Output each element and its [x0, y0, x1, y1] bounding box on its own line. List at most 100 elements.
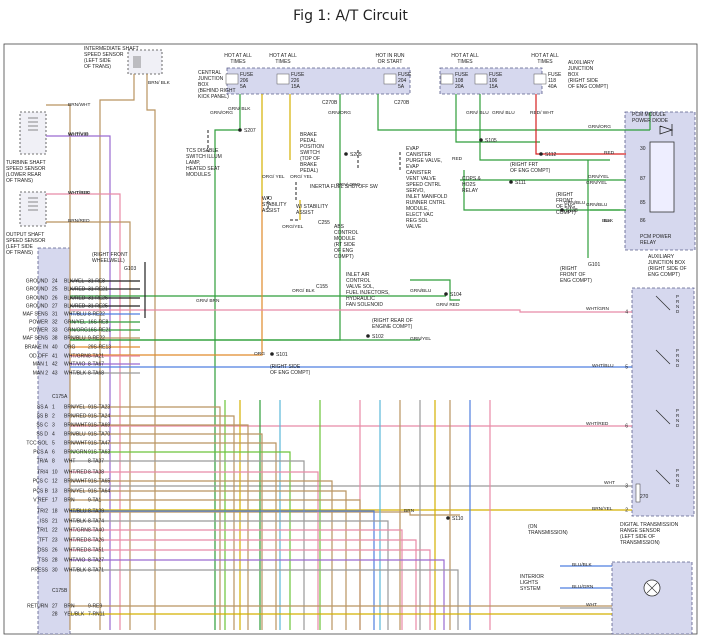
label-auxiliary-junction-box: (RIGHT SIDE	[568, 78, 599, 84]
pcm-pin-b-color: BRN/WHT	[64, 423, 87, 429]
pcm-pin-c-label: RETURN	[27, 604, 48, 610]
dtrs-position: R	[676, 413, 680, 418]
pcm-pin-a-circuit: 8-TA68	[88, 371, 104, 377]
label-evap-canister: CANISTER	[406, 170, 432, 176]
wire-brn-wht	[99, 74, 135, 630]
label-central-junction-box: KICK PANEL)	[198, 94, 229, 100]
wire-label-brn_yel: BRN/YEL	[592, 506, 613, 512]
label-tcs-disable-switch: TCS DISABLE	[186, 148, 219, 154]
wire-label-grn_blk: GRN/ BLK	[228, 106, 251, 112]
label-w-stability: ASSIST	[296, 210, 314, 216]
wire-pcm-pin	[70, 559, 445, 630]
pcm-pin-b-label: OSS	[37, 548, 48, 554]
pcm-pin-a-color: BLK/RED	[64, 296, 86, 302]
pcm-pin-b-label: PCS A	[33, 450, 48, 456]
dtrs-position: N	[676, 478, 679, 483]
pcm-pin-a-circuit: 8-TA67	[88, 362, 104, 368]
pcm-pin-c-color: BRN	[64, 604, 75, 610]
label-pcm-power-relay: RELAY	[640, 240, 657, 246]
pcm-pin-b-pin: 1	[52, 405, 55, 411]
label-central-junction-box: JUNCTION	[198, 76, 224, 82]
hot-label-run: HOT IN RUN	[375, 53, 404, 59]
connector-c270b-2: C270B	[394, 100, 410, 106]
pcm-pin-b-label: V REF	[33, 498, 48, 504]
pcm-pin-a-color: WHT/BLK	[64, 371, 87, 377]
label-turbine-shaft-sensor: TURBINE SHAFT	[6, 160, 46, 166]
wire-label-red2: RED	[604, 150, 615, 156]
label-evap-canister: REG SOL	[406, 218, 428, 224]
fuse-number: 204	[398, 78, 407, 84]
wire-pcm-pin	[70, 510, 375, 630]
label-w-stability: W/ STABILITY	[296, 204, 329, 210]
label-central-junction-box: CENTRAL	[198, 70, 222, 76]
pcm-pin-b-circuit: 91S-TA63	[88, 450, 110, 456]
pcm-pin-b-label: PRESS	[31, 568, 49, 574]
label-intermediate-shaft-sensor: INTERMEDIATE SHAFT	[84, 46, 139, 52]
pcm-pin-a-pin: 27	[52, 304, 58, 310]
pcm-pin-a-circuit: 31-RE8	[88, 279, 105, 285]
label-output-shaft-sensor: SPEED SENSOR	[6, 238, 46, 244]
pcm-pin-b-label: TR/4	[37, 470, 48, 476]
hot-label-2: TIMES	[275, 59, 291, 65]
pcm-pin-b-pin: 23	[52, 538, 58, 544]
label-auxiliary-junction-box-2: JUNCTION BOX	[648, 260, 686, 266]
label-right-front-engine-2: (RIGHT	[556, 192, 573, 198]
pcm-pin-a-pin: 41	[52, 354, 58, 360]
dtrs-pin: 2	[625, 508, 628, 514]
hot-label-1: HOT AT ALL	[224, 53, 252, 59]
pcm-pin-b-color: WHT	[64, 459, 75, 465]
pcm-pin-b-label: SS C	[36, 423, 48, 429]
dtrs-resistor: 270	[640, 494, 649, 500]
wire-label-wht2: WHT	[586, 602, 597, 608]
wire-wht-red	[46, 193, 121, 630]
wire-org	[70, 196, 263, 356]
pcm-pin-c-pin: 28	[52, 612, 58, 618]
wire-label-org_yel: ORG/ YEL	[262, 174, 285, 180]
dtrs-position: R	[676, 299, 680, 304]
pcm-pin-a-circuit: 31-RE26	[88, 296, 108, 302]
label-abs-module: ABS	[334, 224, 345, 230]
pcm-pin-b-label: TR/A	[37, 459, 49, 465]
pcm-pin-b-circuit: 9-TA1	[88, 498, 101, 504]
splice-dot	[446, 516, 450, 520]
wire-label-brn_wht: BRN/WHT	[68, 102, 90, 108]
wire-label-grn_brn: GRN/ BRN	[196, 298, 220, 304]
wire-label-brn_blk: BRN/ BLK	[148, 80, 171, 86]
pcm-pin-a-pin: 42	[52, 362, 58, 368]
label-tcs-disable-switch: MODULES	[186, 172, 211, 178]
pcm-pin-a-circuit: 9-RE22	[88, 336, 105, 342]
relay-pin: 30	[640, 146, 646, 152]
fuse-name: FUSE	[240, 72, 254, 78]
wire-label-grn_yel2: GRN/YEL	[410, 336, 431, 342]
wire-brn-red-int	[146, 74, 156, 630]
dtrs-position: P	[676, 468, 679, 473]
fuse	[533, 73, 547, 85]
label-dtrs: DIGITAL TRANSMISSION	[620, 522, 679, 528]
pcm-pin-b-circuit: 8-TA39	[88, 509, 104, 515]
fuse	[440, 73, 454, 85]
pcm-pin-b-circuit: 91S-TA64	[88, 489, 110, 495]
label-abs-module: OF ENG	[334, 248, 353, 254]
fuse	[383, 73, 397, 85]
wire-label-grn_blu3: GRN/BLU	[564, 200, 586, 206]
label-right-front-engine-3: (RIGHT	[560, 266, 577, 272]
label-abs-module: CONTROL	[334, 230, 359, 236]
pcm-pin-b-color: BRN	[64, 498, 75, 504]
wire-label-brn_red: BRN/RED	[68, 218, 90, 224]
wire-pcm-pin	[70, 415, 235, 630]
label-pcm-power-relay: PCM POWER	[640, 234, 672, 240]
pcm-pin-a-circuit: 16S-RE8	[88, 320, 109, 326]
label-evap-canister: INLET MANIFOLD	[406, 194, 448, 200]
wire-pcm-pin	[70, 549, 431, 630]
label-on-transmission: TRANSMISSION)	[528, 530, 568, 536]
pcm-pin-b-circuit: 8-TA40	[88, 528, 104, 534]
wire-pcm-pin	[70, 451, 291, 630]
pcm-pin-a-color: BRN/BLU	[64, 336, 86, 342]
pcm-pin-b-pin: 18	[52, 509, 58, 515]
label-auxiliary-junction-box-2: AUXILIARY	[648, 254, 675, 260]
pcm-pin-a-pin: 24	[52, 279, 58, 285]
pcm-pin-a-label: MAF SENS	[22, 312, 48, 318]
label-right-front-engine: (RIGHT FRT	[510, 162, 538, 168]
wire-pcm-pin	[70, 490, 347, 630]
splice-s110: S110	[452, 516, 464, 522]
